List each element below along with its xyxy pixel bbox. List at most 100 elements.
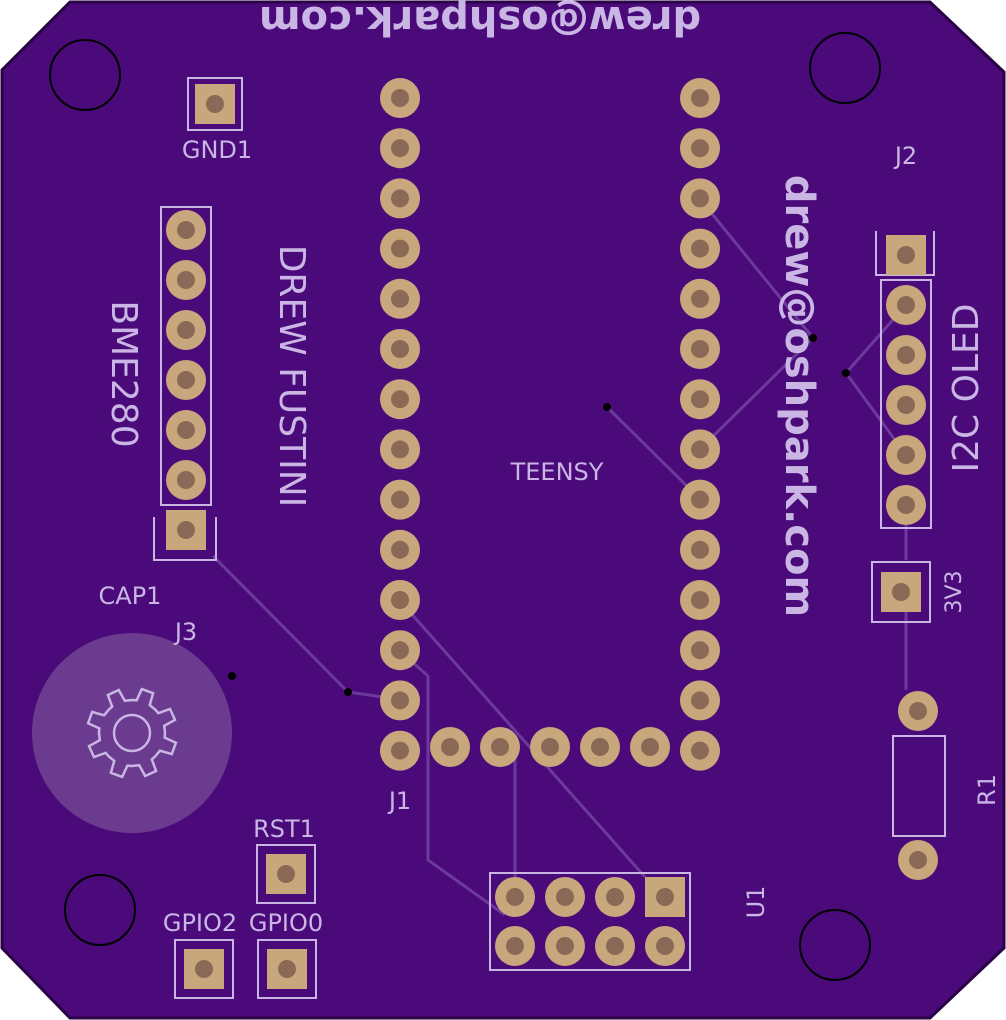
pad-hole (391, 340, 409, 358)
pad-hole (656, 888, 674, 906)
pad-hole (391, 591, 409, 609)
vias (228, 334, 850, 696)
pad-hole (556, 888, 574, 906)
pad-hole (691, 289, 709, 308)
pad-hole (391, 239, 409, 258)
pad-hole (391, 139, 409, 158)
pad-hole (195, 960, 213, 978)
pad-hole (691, 340, 709, 358)
gear-hole (112, 713, 152, 753)
designer-label: DREW FUSTINI (271, 245, 312, 508)
silk-outline (256, 844, 316, 904)
pad-hole (391, 540, 409, 559)
j3-label: J3 (173, 618, 197, 646)
pad-hole (691, 591, 709, 609)
gnd1-label: GND1 (182, 136, 252, 164)
pad-hole (391, 741, 409, 760)
top-url-label: drew@oshpark.com (259, 0, 701, 43)
pad-hole (691, 440, 709, 459)
bme280-label: BME280 (103, 300, 144, 447)
silk-outline (871, 561, 931, 623)
pads (166, 78, 938, 989)
silk-outline (257, 939, 317, 999)
pad-hole (556, 937, 574, 955)
mounting-hole (809, 32, 881, 104)
pad-hole (541, 738, 559, 756)
pad-hole (391, 390, 409, 409)
pad-hole (897, 296, 915, 314)
pad-hole (909, 851, 927, 869)
pad-hole (691, 239, 709, 258)
pad-hole (277, 865, 295, 883)
gear-icon (86, 687, 178, 779)
v3v3-label: 3V3 (942, 570, 967, 613)
pad-hole (177, 421, 195, 439)
pad-hole (897, 396, 915, 414)
pad-hole (656, 937, 674, 955)
pad-hole (892, 583, 910, 601)
pad-hole (591, 738, 609, 756)
trace (698, 198, 815, 339)
oshw-logo (32, 633, 232, 833)
pad-hole (391, 691, 409, 710)
trace (605, 405, 702, 501)
mounting-holes (49, 32, 881, 981)
pad-hole (206, 95, 224, 113)
pad-hole (897, 446, 915, 464)
u1-label: U1 (742, 886, 770, 919)
via (344, 688, 352, 696)
pad-hole (177, 221, 195, 239)
cap1-label: CAP1 (99, 582, 162, 610)
pad-hole (691, 540, 709, 559)
pad-hole (641, 738, 659, 756)
pad-hole (391, 490, 409, 509)
via (842, 369, 850, 377)
mounting-hole (64, 874, 136, 946)
j2-label: J2 (893, 142, 917, 170)
silk-outline (489, 872, 691, 971)
via (603, 403, 611, 411)
side-url-label: drew@oshpark.com (776, 175, 822, 617)
pad-hole (897, 246, 915, 264)
pad-hole (506, 888, 524, 906)
gpio2-label: GPIO2 (163, 909, 237, 937)
mounting-hole (799, 909, 871, 981)
pad-hole (606, 888, 624, 906)
pad-hole (441, 738, 459, 756)
teensy-label: TEENSY (510, 458, 604, 486)
pad-hole (506, 937, 524, 955)
pad-hole (391, 89, 409, 107)
trace (398, 600, 647, 878)
silk-outline (187, 77, 243, 131)
rst1-label: RST1 (253, 815, 315, 843)
pad-hole (177, 371, 195, 389)
pad-hole (691, 390, 709, 409)
pad-hole (177, 271, 195, 289)
pad-hole (391, 289, 409, 308)
pad-hole (691, 691, 709, 710)
silk-outline (153, 517, 217, 561)
i2c-oled-label: I2C OLED (946, 304, 987, 473)
pad-hole (897, 496, 915, 514)
silk-outline (174, 939, 234, 999)
pad-hole (177, 321, 195, 339)
pad-hole (177, 521, 195, 539)
silkscreen-text: drew@oshpark.com drew@oshpark.com DREW F… (99, 0, 1001, 937)
mounting-hole (49, 39, 121, 111)
pad-hole (691, 741, 709, 760)
silk-outline (892, 735, 946, 837)
pad-hole (691, 641, 709, 660)
pad-hole (691, 139, 709, 158)
pad-hole (278, 960, 296, 978)
pad-hole (606, 937, 624, 955)
pad-hole (491, 738, 509, 756)
pad-hole (391, 189, 409, 208)
pad-hole (391, 641, 409, 660)
pad-hole (897, 346, 915, 364)
silk-outline (880, 279, 932, 529)
pad-hole (691, 189, 709, 208)
gpio0-label: GPIO0 (249, 909, 323, 937)
silk-outline (160, 206, 212, 506)
